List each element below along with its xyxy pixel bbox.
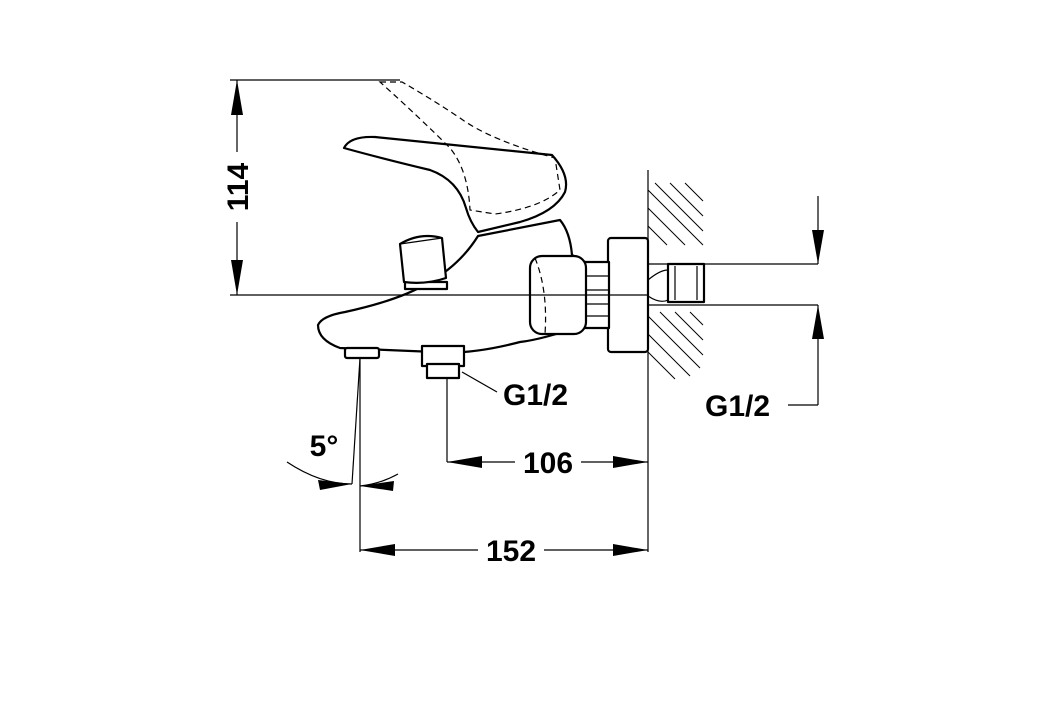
diverter-knob (398, 234, 449, 291)
spout-angle-label: 5° (310, 430, 339, 463)
dimension-spout-distance: 152 (360, 535, 648, 568)
wall-hatching-lower (647, 311, 704, 380)
wall-pipe (640, 262, 818, 306)
wall-thread-label: G1/2 (705, 390, 770, 423)
lower-inlet-connector (420, 344, 498, 462)
lever-handle (342, 135, 568, 234)
dimension-spout-angle: 5° (286, 430, 399, 491)
inlet-distance-label: 106 (523, 447, 573, 480)
thread-callout-lower: G1/2 (503, 379, 568, 412)
lever-raised-outline (378, 81, 561, 215)
wall-hatching-upper (647, 182, 704, 246)
spout-outlet (343, 346, 381, 552)
height-label: 114 (222, 162, 255, 211)
lower-inlet-thread-label: G1/2 (503, 379, 568, 412)
dimension-wall-thread: G1/2 (705, 196, 824, 423)
dimension-inlet-distance: 106 (447, 382, 649, 552)
spout-distance-label: 152 (486, 535, 536, 568)
dimension-height: 114 (222, 79, 648, 296)
